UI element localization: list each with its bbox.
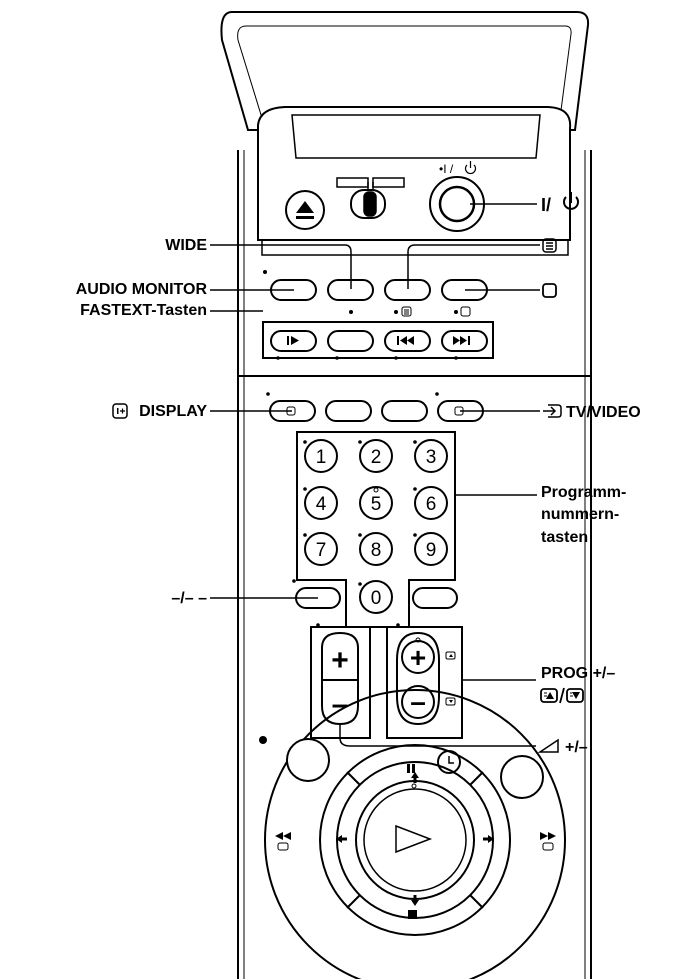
mode-slide-switch[interactable]: [336, 177, 405, 219]
pause-icon: [407, 764, 415, 773]
callout-lines: [210, 203, 540, 747]
key-1[interactable]: 1: [304, 439, 338, 473]
rocker-frames: [310, 626, 463, 739]
indicator-dot: [259, 736, 267, 744]
label-tv-mode-icon: [542, 283, 557, 298]
volume-icon: [537, 738, 559, 753]
svg-text:8: 8: [371, 540, 382, 561]
svg-text:7: 7: [316, 540, 327, 561]
prog-minus-button[interactable]: [401, 685, 435, 719]
left-arrow-icon: [336, 835, 347, 843]
label-program-numbers-line3: tasten: [541, 529, 588, 546]
blank-button-right[interactable]: [412, 587, 458, 609]
svg-text:6: 6: [426, 494, 437, 515]
fastext-previous-button[interactable]: [384, 330, 431, 352]
key-8[interactable]: 8: [359, 532, 393, 566]
label-audio-monitor: AUDIO MONITOR: [76, 281, 208, 298]
label-program-numbers-line1: Programm-: [541, 484, 626, 501]
label-prog-plus-minus: PROG +/–: [541, 665, 615, 682]
numeric-keypad: 1 2 3 4 5 6 7 8 9 0: [303, 439, 448, 614]
prog-plus-button[interactable]: [401, 640, 435, 674]
function-row-1: [263, 270, 488, 317]
label-fastext: FASTEXT-Tasten: [80, 302, 207, 319]
right-arrow-icon: [483, 835, 494, 843]
display-info-icon: [112, 403, 128, 419]
label-wide: WIDE: [165, 237, 207, 254]
eject-button[interactable]: [285, 190, 325, 230]
svg-text:TV/VIDEO: TV/VIDEO: [566, 404, 641, 421]
label-power: I/: [541, 192, 579, 215]
svg-text:•I /: •I /: [439, 162, 454, 176]
power-label-icon: [563, 192, 579, 210]
svg-text:DISPLAY: DISPLAY: [139, 403, 207, 420]
blank-button-2[interactable]: [381, 400, 428, 422]
transport-outer-ring: [264, 689, 566, 979]
power-button-top-label: •I /: [439, 161, 477, 176]
label-volume: +/–: [537, 738, 588, 756]
fast-forward-icon: [540, 832, 556, 851]
key-4[interactable]: 4: [304, 486, 338, 520]
svg-text:0: 0: [371, 588, 382, 609]
rewind-icon: [275, 832, 291, 851]
svg-text:5: 5: [371, 494, 382, 515]
svg-text:3: 3: [426, 447, 437, 468]
power-symbol-icon: [464, 161, 477, 175]
svg-text:+: +: [331, 644, 349, 677]
fastext-blank-button[interactable]: [327, 330, 374, 352]
label-tv-video: TV/VIDEO: [543, 404, 641, 421]
up-arrow-icon: [411, 772, 419, 783]
svg-text:–: –: [410, 686, 426, 717]
key-3[interactable]: 3: [414, 439, 448, 473]
function-buttons-frame: [262, 321, 494, 359]
down-arrow-icon: [411, 895, 419, 906]
svg-text:+/–: +/–: [565, 739, 588, 756]
svg-text:I/: I/: [541, 195, 551, 215]
volume-rocker[interactable]: + –: [321, 631, 359, 726]
fastext-buttons: [270, 330, 488, 360]
top-panel: [257, 106, 572, 256]
blank-button-1[interactable]: [325, 400, 372, 422]
fastext-next-button[interactable]: [441, 330, 488, 352]
teletext-down-small-icon: [445, 697, 456, 706]
svg-text:–: –: [332, 688, 349, 721]
svg-text:1: 1: [316, 447, 327, 468]
remote-body: [237, 150, 592, 979]
teletext-small-icon: [401, 306, 412, 317]
key-2[interactable]: 2: [359, 439, 393, 473]
play-icon: [395, 824, 433, 854]
right-round-button[interactable]: [500, 755, 544, 799]
svg-text:+: +: [410, 642, 426, 673]
teletext-up-small-icon: [445, 651, 456, 660]
label-teletext-page-icons: [540, 687, 584, 704]
function-row-3: [266, 392, 484, 422]
svg-text:4: 4: [316, 494, 327, 515]
prog-rocker[interactable]: + –: [396, 631, 456, 726]
label-digit-mode: –/– –: [171, 590, 207, 607]
key-7[interactable]: 7: [304, 532, 338, 566]
label-program-numbers-line2: nummern-: [541, 506, 619, 523]
transport-ring: [319, 744, 511, 936]
svg-text:9: 9: [426, 540, 437, 561]
label-display: DISPLAY: [112, 403, 207, 420]
key-0[interactable]: 0: [359, 580, 393, 614]
fastext-play-button[interactable]: [270, 330, 317, 352]
key-9[interactable]: 9: [414, 532, 448, 566]
key-6[interactable]: 6: [414, 486, 448, 520]
left-round-button[interactable]: [286, 738, 330, 782]
stop-icon: [408, 910, 417, 919]
label-teletext-on-icon: [542, 238, 557, 253]
tv-small-icon: [460, 306, 471, 317]
key-5[interactable]: 5: [359, 486, 393, 520]
input-select-icon: [543, 404, 562, 418]
svg-text:2: 2: [371, 447, 382, 468]
